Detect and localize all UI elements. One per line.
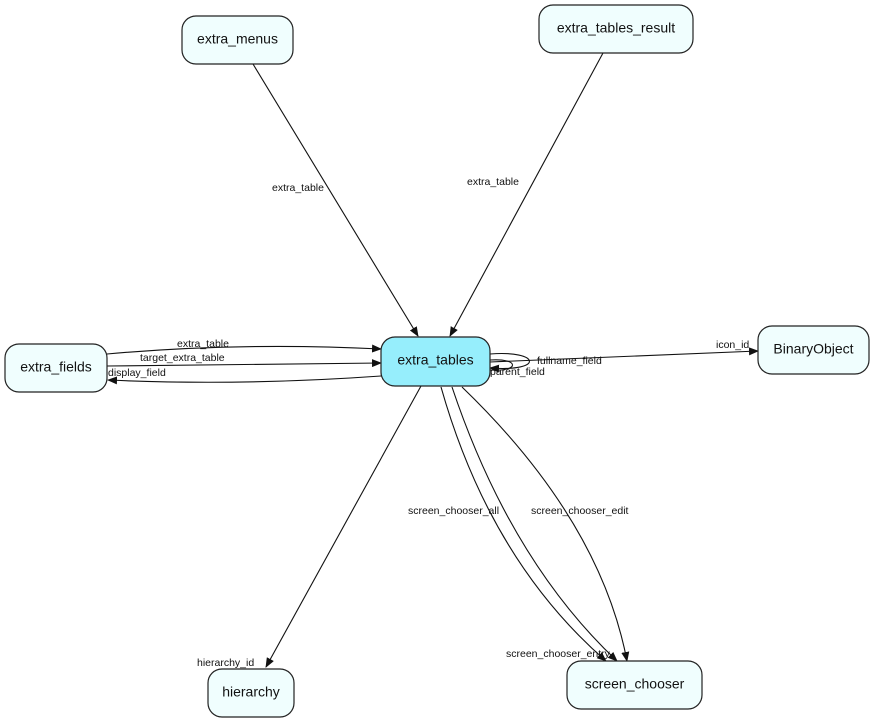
node-label: hierarchy [222, 684, 280, 700]
node-label: extra_tables [397, 352, 473, 368]
edge-menus-to-tables [252, 63, 419, 337]
edge-screen-chooser-edit [461, 386, 630, 662]
node-label: BinaryObject [773, 341, 853, 357]
node-extra-tables-result[interactable]: extra_tables_result [538, 4, 694, 54]
node-label: extra_menus [197, 31, 278, 47]
edge-label: display_field [108, 367, 166, 379]
edge-fullname-field [489, 352, 530, 373]
edge-label: parent_field [490, 366, 545, 378]
node-label: screen_chooser [585, 676, 685, 692]
node-binary-object[interactable]: BinaryObject [757, 325, 870, 375]
edge-label: extra_table [467, 176, 519, 188]
node-extra-menus[interactable]: extra_menus [181, 15, 294, 65]
edge-fields-extra-table [106, 344, 382, 355]
edge-screen-chooser-entry [451, 386, 618, 662]
edge-hierarchy-id [265, 385, 422, 668]
edge-icon-id [489, 347, 759, 363]
edge-label: extra_table [177, 338, 229, 350]
edge-label: icon_id [716, 339, 749, 351]
edge-fields-target-extra-table [106, 359, 382, 368]
edge-label: screen_chooser_edit [531, 505, 629, 517]
edge-parent-field [489, 359, 513, 371]
edge-result-to-tables [449, 52, 604, 337]
node-hierarchy[interactable]: hierarchy [207, 668, 295, 718]
node-label: extra_fields [20, 359, 92, 375]
edge-label: fullname_field [537, 355, 602, 367]
node-screen-chooser[interactable]: screen_chooser [566, 660, 703, 710]
node-extra-fields[interactable]: extra_fields [4, 343, 108, 393]
edge-label: screen_chooser_entry [506, 648, 611, 660]
edge-label: extra_table [272, 182, 324, 194]
edge-display-field [107, 375, 382, 385]
node-label: extra_tables_result [557, 20, 675, 36]
edge-screen-chooser-all [440, 386, 607, 662]
node-extra-tables[interactable]: extra_tables [380, 336, 491, 387]
edge-label: hierarchy_id [197, 657, 254, 669]
edge-label: target_extra_table [140, 352, 225, 364]
edge-label: screen_chooser_all [408, 505, 499, 517]
